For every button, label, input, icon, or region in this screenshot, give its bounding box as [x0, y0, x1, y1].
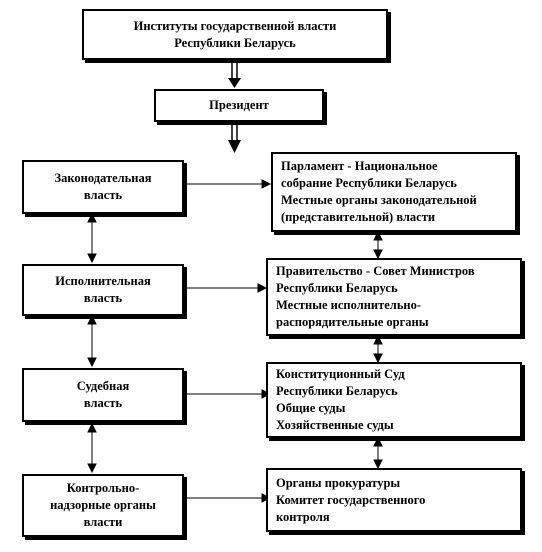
arrow-head-org1-down	[373, 249, 383, 260]
arrow-head-org3-down	[373, 459, 383, 470]
control-line2: надзорные органы	[50, 498, 156, 512]
legislative-organs-line1: Парламент - Национальное	[281, 159, 438, 173]
judicial-organs-line2: Республики Беларусь	[276, 384, 398, 398]
control-line3: власти	[83, 515, 123, 529]
legislative-line1: Законодательная	[54, 171, 152, 185]
executive-line1: Исполнительная	[55, 274, 151, 288]
arrow-head-legislative	[261, 179, 272, 189]
judicial-organs-line1: Конституционный Суд	[276, 367, 405, 381]
executive-branch-box: Исполнительная власть	[22, 264, 184, 316]
judicial-organs-line3: Общие суды	[276, 401, 346, 415]
legislative-branch-box: Законодательная власть	[22, 160, 184, 214]
arrow-president-down	[231, 122, 238, 142]
arrow-head-jud-ctrl-up	[87, 422, 97, 433]
legislative-organs-line2: собрание Республики Беларусь	[281, 176, 457, 190]
arrow-head-president-down	[228, 140, 241, 153]
arrow-head-org1-up	[373, 230, 383, 241]
arrow-head-org2-down	[373, 353, 383, 364]
institutions-box: Институты государственной власти Республ…	[82, 9, 388, 60]
arrow-top-to-president	[231, 60, 238, 80]
arrow-head-leg-exec-down	[87, 253, 97, 264]
control-line1: Контрольно-	[66, 481, 140, 495]
arrow-head-exec-jud-down	[87, 357, 97, 368]
executive-organs-line3: Местные исполнительно-	[276, 298, 422, 312]
legislative-organs-line4: (представительной) власти	[281, 210, 436, 224]
arrow-head-executive	[257, 283, 268, 293]
arrow-head-leg-exec-up	[87, 212, 97, 223]
legislative-organs-box: Парламент - Национальное собрание Респуб…	[271, 152, 517, 232]
institutions-title-line2: Республики Беларусь	[174, 35, 296, 50]
executive-organs-line4: распорядительные органы	[276, 315, 429, 329]
control-branch-box: Контрольно- надзорные органы власти	[22, 474, 184, 537]
institutions-title-line1: Институты государственной власти	[133, 18, 337, 33]
executive-line2: власть	[83, 291, 123, 305]
arrow-head-org3-up	[373, 436, 383, 447]
legislative-line2: власть	[83, 188, 123, 202]
judicial-organs-box: Конституционный Суд Республики Беларусь …	[266, 362, 522, 438]
judicial-line1: Судебная	[76, 379, 130, 393]
legislative-organs-line3: Местные органы законодательной	[281, 193, 477, 207]
arrow-head-jud-ctrl-down	[87, 463, 97, 474]
control-organs-box: Органы прокуратуры Комитет государственн…	[266, 468, 522, 532]
arrow-head-org2-up	[373, 334, 383, 345]
arrow-head-president	[228, 78, 241, 88]
judicial-organs-line4: Хозяйственные суды	[276, 418, 394, 432]
executive-organs-line2: Республики Беларусь	[276, 281, 398, 295]
control-organs-line2: Комитет государственного	[276, 492, 426, 507]
president-label: Президент	[209, 98, 269, 112]
control-organs-line3: контроля	[276, 509, 330, 524]
executive-organs-box: Правительство - Совет Министров Республи…	[266, 258, 522, 336]
judicial-line2: власть	[83, 396, 123, 410]
judicial-branch-box: Судебная власть	[22, 368, 184, 422]
arrow-head-exec-jud-up	[87, 314, 97, 325]
executive-organs-line1: Правительство - Совет Министров	[276, 264, 475, 278]
president-box: Президент	[154, 89, 324, 122]
control-organs-line1: Органы прокуратуры	[276, 475, 401, 490]
